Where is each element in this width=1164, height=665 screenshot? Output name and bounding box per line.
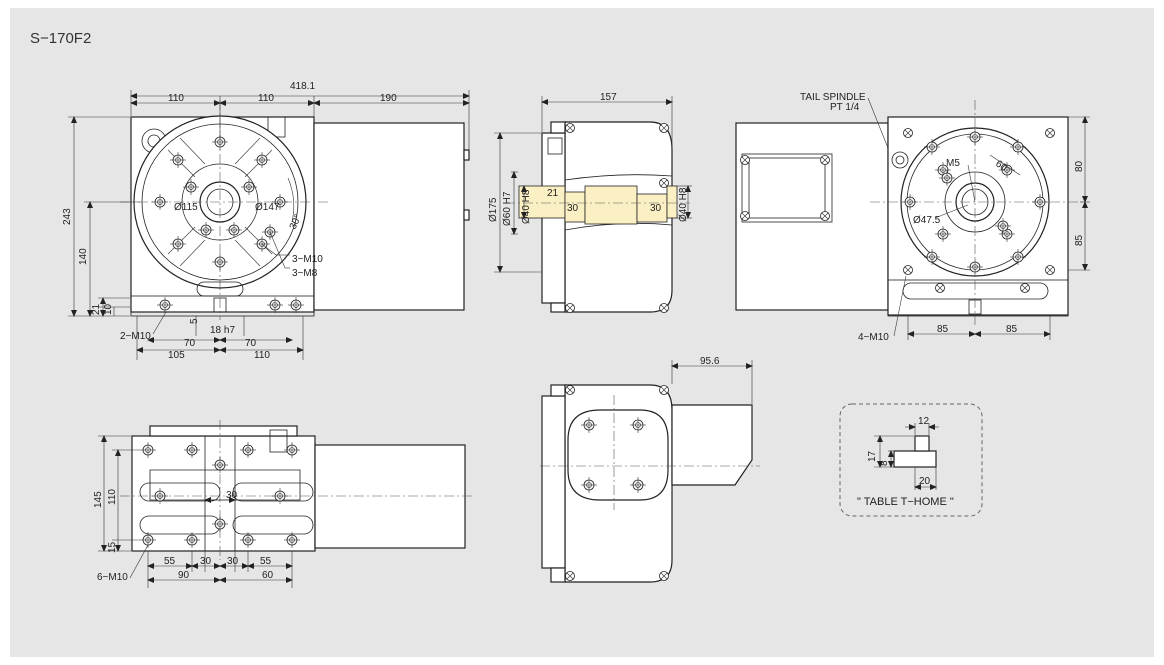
front-motor-housing xyxy=(313,122,465,311)
front-view: 418.1 110 110 190 243 140 21 10 5 18 h7 … xyxy=(62,81,470,361)
thome-caption: " TABLE T−HOME " xyxy=(857,496,954,508)
dim-110a: 110 xyxy=(168,93,184,104)
top-motor-housing xyxy=(671,404,753,486)
bottom-view: 145 110 15 30 55 30 30 55 90 60 6−M10 xyxy=(93,420,475,588)
label-6-m10: 6−M10 xyxy=(97,572,128,583)
dim-30-a: 30 xyxy=(200,556,212,567)
dim-21: 21 xyxy=(91,303,102,315)
rear-motor-housing xyxy=(735,122,889,311)
label-m5: M5 xyxy=(946,158,960,169)
dim-21-side: 21 xyxy=(547,188,559,199)
dim-phi60h7: Ø60 H7 xyxy=(502,191,513,226)
dim-60-bottom: 60 xyxy=(262,570,274,581)
dim-phi147: Ø147 xyxy=(255,202,280,213)
dim-30-b: 30 xyxy=(227,556,239,567)
dim-85-b: 85 xyxy=(1006,324,1018,335)
dim-110c: 110 xyxy=(254,350,270,361)
dim-80: 80 xyxy=(1074,160,1085,172)
dim-5: 5 xyxy=(189,318,200,324)
dim-10: 10 xyxy=(103,303,114,315)
dim-110b: 110 xyxy=(258,93,274,104)
dim-190: 190 xyxy=(380,93,397,104)
table-thome-detail: 12 17 8 20 " TABLE T−HOME " xyxy=(839,403,983,517)
dim-418-1: 418.1 xyxy=(290,81,315,92)
dim-30-middle: 30 xyxy=(226,490,238,501)
side-view: 157 Ø175 Ø60 H7 Ø40 H8 Ø40 H8 21 30 30 xyxy=(488,92,692,313)
dim-85-a: 85 xyxy=(937,324,949,335)
dim-phi47-5: Ø47.5 xyxy=(913,215,941,226)
dim-phi175: Ø175 xyxy=(488,197,499,222)
dim-17: 17 xyxy=(867,450,878,462)
dim-140: 140 xyxy=(78,248,89,265)
label-2-m10: 2−M10 xyxy=(120,331,151,342)
dim-15: 15 xyxy=(107,541,118,553)
dim-phi40h8-left: Ø40 H8 xyxy=(521,189,532,224)
dim-105: 105 xyxy=(168,350,185,361)
dim-70a: 70 xyxy=(184,338,196,349)
dim-20: 20 xyxy=(919,476,931,487)
label-3-m10: 3−M10 xyxy=(292,254,323,265)
label-3-m8: 3−M8 xyxy=(292,268,318,279)
dim-145: 145 xyxy=(93,491,104,508)
dim-55-a: 55 xyxy=(164,556,176,567)
label-tail-spindle: TAIL SPINDLE xyxy=(800,92,866,103)
dim-30-side-a: 30 xyxy=(567,203,579,214)
rear-view: TAIL SPINDLE PT 1/4 M5 60 Ø47.5 80 85 85… xyxy=(735,92,1090,343)
model-title: S−170F2 xyxy=(30,30,92,47)
dim-95-6: 95.6 xyxy=(700,356,720,367)
dim-157: 157 xyxy=(600,92,617,103)
bottom-motor-housing xyxy=(314,444,466,549)
dim-55-b: 55 xyxy=(260,556,272,567)
top-view: 95.6 xyxy=(540,356,760,583)
thome-frame xyxy=(839,403,983,517)
label-4-m10: 4−M10 xyxy=(858,332,889,343)
dim-8: 8 xyxy=(879,460,890,466)
dim-18h7: 18 h7 xyxy=(210,325,235,336)
label-pt-1-4: PT 1/4 xyxy=(830,102,860,113)
dim-90: 90 xyxy=(178,570,190,581)
dim-70b: 70 xyxy=(245,338,257,349)
dim-110-bottom: 110 xyxy=(107,489,118,505)
dim-phi115: Ø115 xyxy=(174,202,198,213)
dim-phi40h8-right: Ø40 H8 xyxy=(678,187,689,222)
dim-243: 243 xyxy=(62,208,73,225)
dim-85-vertical: 85 xyxy=(1074,234,1085,246)
dim-30-side-b: 30 xyxy=(650,203,662,214)
dim-12: 12 xyxy=(918,416,930,427)
